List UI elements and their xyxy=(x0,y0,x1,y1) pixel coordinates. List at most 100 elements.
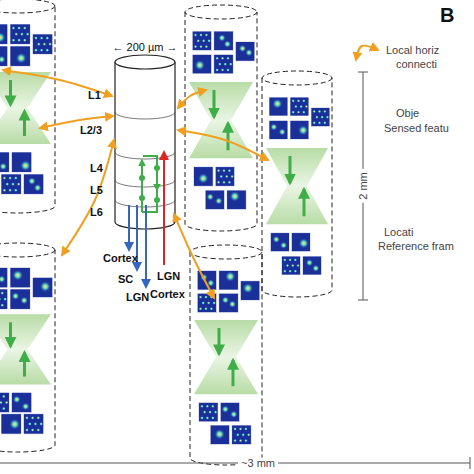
heatmap-spot xyxy=(194,45,198,49)
heatmap-image xyxy=(1,414,21,434)
heatmap-spot xyxy=(194,33,198,37)
heatmap-spot xyxy=(283,258,287,262)
down-arrow xyxy=(213,90,216,117)
column-outline xyxy=(0,243,55,452)
heatmap-spot xyxy=(14,188,18,192)
heatmap-spot xyxy=(224,40,232,48)
heatmap-frame xyxy=(194,167,213,186)
heatmap-spot xyxy=(280,242,288,250)
panel-text: Reference fram xyxy=(378,241,454,252)
heatmap-spot xyxy=(31,416,35,420)
horizontal-connection xyxy=(178,130,268,160)
heatmap-spot xyxy=(201,301,205,305)
heatmap-spot xyxy=(2,176,6,180)
heatmap-spot xyxy=(294,269,298,273)
pathway-label: SC xyxy=(118,274,133,285)
column-content xyxy=(0,268,53,435)
up-arrow xyxy=(232,360,235,386)
heatmap-frame xyxy=(0,392,9,412)
heatmap-frame xyxy=(12,152,32,172)
heatmap-spot xyxy=(28,177,36,185)
heatmap-image xyxy=(192,54,211,73)
heatmap-spot xyxy=(0,32,6,43)
heatmap-spot xyxy=(296,264,300,268)
heatmap-spot xyxy=(207,301,211,305)
heatmap-frame xyxy=(232,425,251,444)
heatmap-frame xyxy=(0,268,8,288)
panel-text: connecti xyxy=(396,59,437,70)
heatmap-spot xyxy=(230,410,238,418)
heatmap-image xyxy=(270,233,289,252)
heatmap-spot xyxy=(318,121,322,125)
heatmap-image xyxy=(0,392,9,412)
heatmap-image xyxy=(269,120,288,139)
heatmap-spot xyxy=(222,296,230,304)
layer-label: L5 xyxy=(90,185,103,196)
heatmap-spot xyxy=(229,300,237,308)
heatmap-spot xyxy=(0,55,6,63)
heatmap-spot xyxy=(0,291,4,295)
heatmap-image xyxy=(33,277,53,297)
heatmap-image xyxy=(33,34,53,54)
heatmap-image xyxy=(240,281,259,300)
heatmap-spot xyxy=(12,270,23,281)
heatmap-spot xyxy=(226,56,230,60)
heatmap-frame xyxy=(192,31,211,50)
heatmap-frame xyxy=(24,174,44,194)
column-top xyxy=(185,5,257,19)
heatmap-frame xyxy=(291,233,310,252)
heatmap-spot xyxy=(3,297,7,301)
heatmap-image xyxy=(291,233,310,252)
heatmap-frame xyxy=(219,271,238,290)
heatmap-spot xyxy=(278,128,286,136)
heatmap-spot xyxy=(40,281,51,292)
dimension-tick xyxy=(358,300,368,301)
heatmap-spot xyxy=(209,307,213,311)
heatmap-spot xyxy=(218,62,222,66)
column-outline xyxy=(190,245,262,465)
heatmap-frame xyxy=(0,46,8,66)
heatmap-frame xyxy=(303,256,322,275)
dimension-tick xyxy=(358,72,368,73)
dimension-line xyxy=(0,463,470,464)
heatmap-image xyxy=(215,167,234,186)
heatmap-spot xyxy=(286,264,290,268)
heatmap-spot xyxy=(31,428,35,432)
feature-band xyxy=(266,148,328,224)
heatmap-spot xyxy=(241,433,245,437)
heatmap-spot xyxy=(33,422,37,426)
heatmap-frame xyxy=(219,293,238,312)
heatmap-spot xyxy=(297,99,301,103)
heatmap-spot xyxy=(233,427,237,431)
heatmap-spot xyxy=(0,162,7,170)
heatmap-spot xyxy=(34,48,38,52)
heatmap-spot xyxy=(306,259,314,267)
heatmap-image xyxy=(290,120,309,139)
panel-text: Sensed featu xyxy=(384,123,449,134)
heatmap-spot xyxy=(11,26,15,30)
heatmap-spot xyxy=(198,173,209,184)
heatmap-spot xyxy=(212,301,216,305)
heatmap-spot xyxy=(205,416,209,420)
heatmap-spot xyxy=(214,410,218,414)
layer-boundary xyxy=(115,180,175,187)
heatmap-spot xyxy=(5,182,9,186)
heatmap-spot xyxy=(5,400,9,404)
layer-label: L4 xyxy=(90,163,103,174)
heatmap-image xyxy=(232,425,251,444)
heatmap-frame xyxy=(0,24,8,44)
neuron xyxy=(139,175,145,181)
heatmap-spot xyxy=(196,39,200,43)
heatmap-image xyxy=(1,174,21,194)
column-body xyxy=(185,12,257,231)
heatmap-image xyxy=(235,42,254,61)
heatmap-frame xyxy=(192,54,211,73)
heatmap-spot xyxy=(215,56,219,60)
heatmap-spot xyxy=(312,264,320,272)
heatmap-image xyxy=(214,54,233,73)
heatmap-image xyxy=(194,167,213,186)
column-outline xyxy=(185,5,257,231)
down-arrow xyxy=(9,80,12,105)
column-body xyxy=(0,250,55,452)
